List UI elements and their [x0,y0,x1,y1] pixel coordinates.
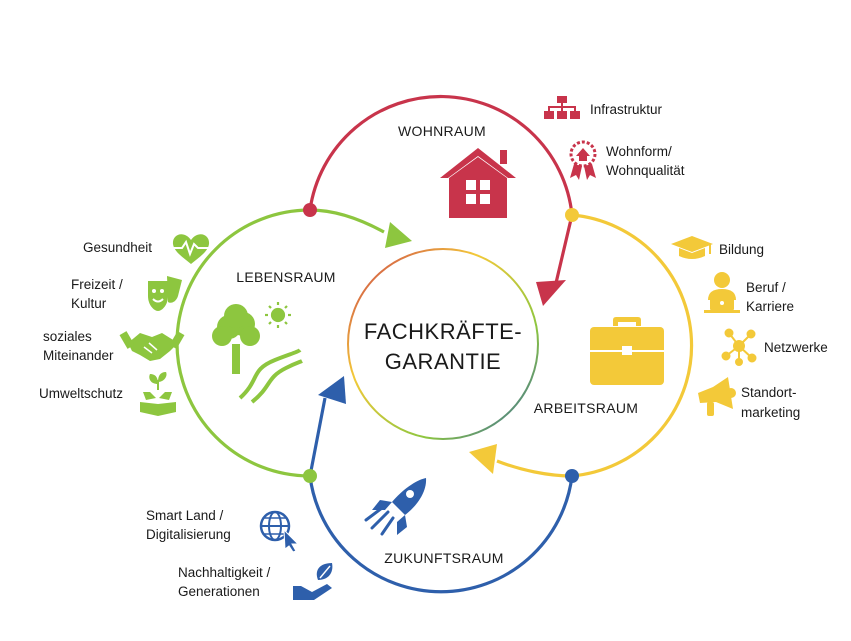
briefcase-icon [590,317,664,385]
arbeitsraum-arc [496,213,694,478]
freizeit-label-line1: Freizeit / [71,277,123,292]
person-laptop-icon [704,272,740,313]
zukunftsraum-title: ZUKUNFTSRAUM [384,550,503,566]
junction-dot-green [303,469,317,483]
wohnraum-arc [308,94,574,284]
wohnform-label-line1: Wohnform/ [606,144,672,159]
soziales-label-line1: soziales [43,329,92,344]
house-icon [440,148,516,218]
zukunftsraum-arrowhead [318,376,346,404]
freizeit-label-line2: Kultur [71,296,107,311]
center-title-line2: GARANTIE [385,349,501,374]
arbeitsraum-title: ARBEITSRAUM [534,400,638,416]
hands-sprout-icon [140,372,176,416]
gesundheit-label: Gesundheit [83,240,152,255]
globe-cursor-icon [259,510,300,553]
bildung-label: Bildung [719,242,764,257]
wohnraum-title: WOHNRAUM [398,123,486,139]
smartland-label-line1: Smart Land / [146,508,224,523]
standort-label-line1: Standort- [741,385,797,400]
standort-label-line2: marketing [741,405,800,420]
smartland-label-line2: Digitalisierung [146,527,231,542]
lebensraum-title: LEBENSRAUM [236,269,335,285]
theater-mask-icon [148,276,182,311]
nachhaltigkeit-label-line1: Nachhaltigkeit / [178,565,271,580]
wohnform-label-line2: Wohnqualität [606,163,685,178]
hand-leaf-icon [293,563,333,600]
beruf-label-line1: Beruf / [746,280,786,295]
nachhaltigkeit-label-line2: Generationen [178,584,260,599]
umweltschutz-label: Umweltschutz [39,386,123,401]
netzwerke-label: Netzwerke [764,340,828,355]
center-title-line1: FACHKRÄFTE- [364,319,522,344]
junction-dot-red [303,203,317,217]
tree-landscape-icon [212,304,303,404]
lebensraum-arrowhead [385,222,412,248]
junction-dot-yellow [565,208,579,222]
rocket-icon [364,478,427,536]
junction-dot-blue [565,469,579,483]
sun-icon [265,302,291,328]
award-house-icon [569,140,597,180]
org-chart-icon [544,96,580,119]
wohnraum-arrowhead [536,280,566,306]
center-circle [347,248,539,440]
soziales-label-line2: Miteinander [43,348,114,363]
megaphone-icon [698,377,736,416]
heart-pulse-icon [172,234,212,264]
infrastruktur-label: Infrastruktur [590,102,663,117]
zukunftsraum-arc [308,397,574,594]
network-icon [721,328,757,366]
graduation-cap-icon [671,236,713,259]
arbeitsraum-arrowhead [469,444,497,474]
beruf-label-line2: Karriere [746,299,794,314]
handshake-icon [119,331,185,361]
